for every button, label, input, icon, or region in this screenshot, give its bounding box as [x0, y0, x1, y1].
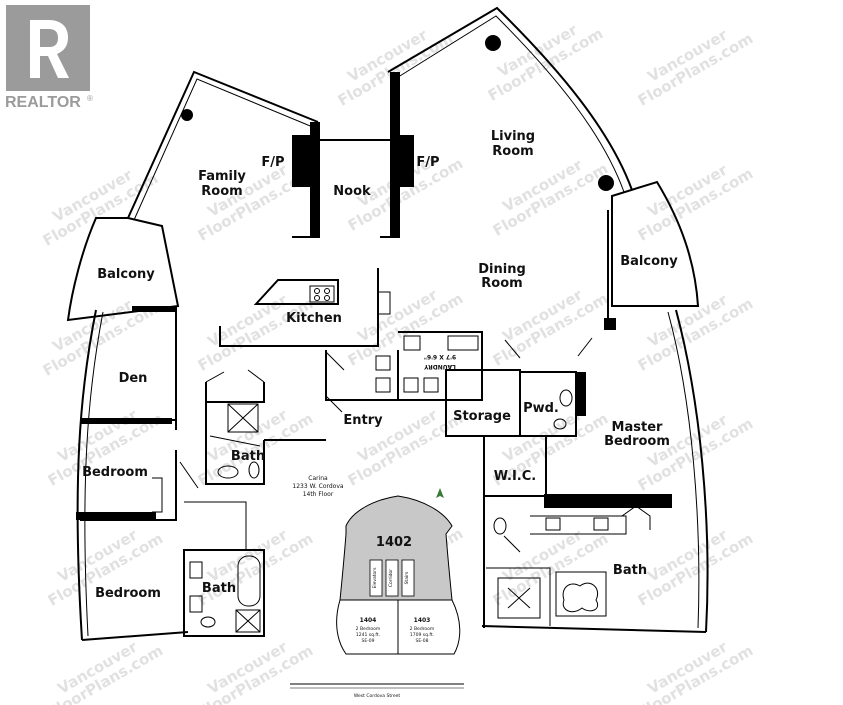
label-kitchen: Kitchen [286, 311, 342, 326]
realtor-registered-mark: ® [87, 94, 93, 103]
key-plan-core-1: Elevators [372, 567, 378, 589]
key-plan-unit-highlight [339, 495, 453, 601]
label-dining-room-1: Dining [478, 262, 526, 277]
label-walk-in-closet: W.I.C. [494, 469, 536, 484]
key-plan-core-3: Stairs [404, 571, 410, 584]
label-laundry: LAUNDRY [423, 363, 455, 370]
label-powder-room: Pwd. [523, 401, 559, 416]
label-bedroom-2: Bedroom [95, 586, 161, 601]
label-master-bedroom-2: Bedroom [604, 434, 670, 449]
interior-walls [76, 35, 672, 637]
label-den: Den [119, 371, 148, 386]
label-entry: Entry [343, 413, 383, 428]
key-plan-unit-left-area: 1241 sq.ft. [356, 632, 380, 638]
realtor-logo-text: REALTOR [5, 94, 81, 111]
label-living-room-1: Living [491, 129, 535, 144]
label-master-bedroom-1: Master [612, 420, 663, 435]
room-labels: Family Room F/P Nook F/P Living Room Bal… [82, 129, 678, 601]
key-plan-unit-left-desc: 2 Bedroom [356, 626, 381, 632]
key-plan: Carina 1233 W. Cordova 14th Floor Elevat… [290, 475, 464, 699]
label-nook: Nook [333, 184, 371, 199]
label-laundry-dims: 9'7 X 6'6" [424, 353, 456, 360]
watermark-line-2: FloorPlans.com [45, 641, 166, 705]
key-plan-unit-left: 1404 [360, 617, 377, 624]
label-bath-lower: Bath [202, 581, 236, 596]
key-plan-core-2: Corridor [388, 569, 394, 587]
perimeter-walls [66, 6, 709, 641]
label-family-room-1: Family [198, 169, 246, 184]
label-dining-room-2: Room [481, 276, 522, 291]
key-plan-street: West Cordova Street [354, 693, 401, 699]
label-family-room-2: Room [201, 184, 242, 199]
label-fireplace-right: F/P [416, 155, 439, 170]
label-bath-upper: Bath [231, 449, 265, 464]
watermark-line-2: FloorPlans.com [195, 641, 316, 705]
north-arrow-icon [436, 488, 444, 498]
key-plan-unit-right-id: SE-08 [415, 638, 428, 644]
realtor-logo[interactable]: REALTOR ® [5, 5, 93, 111]
key-plan-unit-right: 1403 [414, 617, 431, 624]
key-plan-unit-right-area: 1709 sq.ft. [410, 632, 434, 638]
label-balcony-left: Balcony [97, 267, 155, 282]
label-bedroom-1: Bedroom [82, 465, 148, 480]
label-living-room-2: Room [492, 144, 533, 159]
label-storage: Storage [453, 409, 511, 424]
key-plan-address: 1233 W. Cordova [292, 483, 343, 490]
label-bath-master: Bath [613, 563, 647, 578]
key-plan-unit-right-desc: 2 Bedroom [410, 626, 435, 632]
label-balcony-right: Balcony [620, 254, 678, 269]
key-plan-building: Carina [308, 475, 328, 482]
key-plan-floor: 14th Floor [303, 491, 334, 498]
label-fireplace-left: F/P [261, 155, 284, 170]
key-plan-unit-main: 1402 [376, 535, 412, 550]
realtor-r-icon [30, 20, 69, 78]
watermark-line-2: FloorPlans.com [635, 641, 756, 705]
key-plan-unit-left-id: SE-09 [361, 638, 374, 644]
